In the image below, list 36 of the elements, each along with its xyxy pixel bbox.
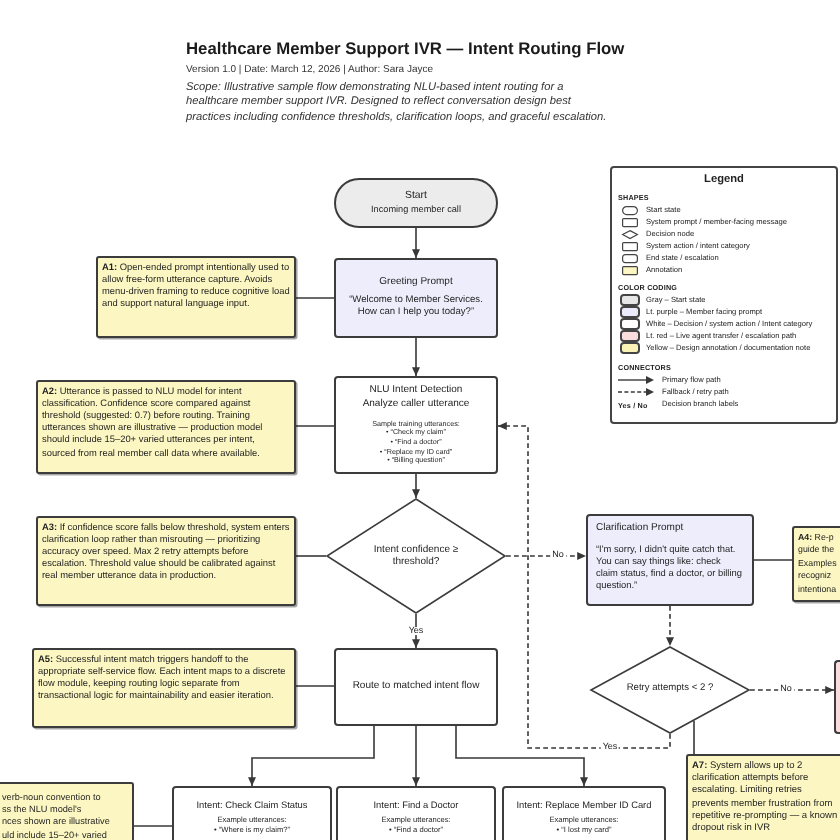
intent-box bbox=[336, 786, 496, 840]
arrow bbox=[412, 227, 420, 259]
dashed-arrow bbox=[666, 605, 674, 647]
prompt-box bbox=[586, 514, 754, 606]
connector-line bbox=[295, 555, 327, 557]
annotation-note bbox=[0, 782, 134, 840]
connector-line bbox=[295, 685, 335, 687]
annotation-note bbox=[36, 380, 296, 474]
arrow bbox=[248, 725, 375, 787]
arrow bbox=[412, 473, 420, 499]
annotation-note bbox=[32, 648, 296, 728]
escalation-box bbox=[834, 660, 840, 734]
connector-line bbox=[693, 720, 695, 755]
arrow bbox=[455, 725, 588, 787]
arrow bbox=[412, 337, 420, 377]
connector-line bbox=[295, 425, 335, 427]
annotation-note bbox=[96, 256, 296, 338]
start-terminal bbox=[334, 178, 498, 228]
annotation-note bbox=[36, 516, 296, 606]
arrow bbox=[412, 725, 420, 787]
connector-line bbox=[753, 559, 793, 561]
connector-line bbox=[133, 825, 173, 827]
annotation-note bbox=[792, 526, 840, 602]
intent-box bbox=[172, 786, 332, 840]
dashed-arrow bbox=[749, 686, 835, 694]
connector-line bbox=[295, 297, 335, 299]
process-box bbox=[334, 376, 498, 474]
dashed-arrow bbox=[505, 552, 587, 560]
intent-box bbox=[502, 786, 666, 840]
diagram-title: Healthcare Member Support IVR — Intent Routing Flow bbox=[186, 38, 625, 59]
process-box bbox=[334, 648, 498, 726]
decision-diamond bbox=[590, 646, 750, 734]
arrow bbox=[412, 613, 420, 649]
dashed-arrow bbox=[497, 422, 671, 749]
prompt-box bbox=[334, 258, 498, 338]
decision-diamond bbox=[326, 498, 506, 614]
